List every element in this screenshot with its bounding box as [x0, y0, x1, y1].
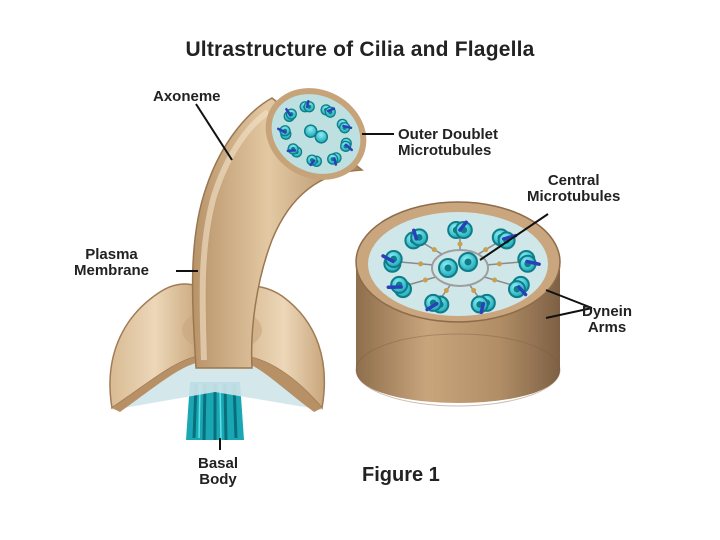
- spoke-head: [471, 288, 477, 294]
- dynein-arm: [458, 220, 468, 232]
- label-plasma-line1: Plasma: [85, 246, 138, 263]
- microtubule-doublet: [517, 250, 541, 273]
- label-outer-doublet-line2: Microtubules: [398, 142, 492, 159]
- label-outer-doublet-microtubules: Outer Doublet Microtubules: [398, 127, 498, 159]
- microtubule-doublet: [277, 125, 292, 140]
- label-basal-body: Basal Body: [198, 456, 238, 488]
- spoke-head: [492, 277, 498, 283]
- dynein-arm: [305, 100, 310, 109]
- figure-caption: Figure 1: [362, 464, 440, 486]
- microtubule-doublet: [339, 137, 354, 152]
- microtubule-doublet: [327, 152, 342, 166]
- microtubule-doublet: [286, 143, 303, 158]
- microtubule-doublet: [299, 100, 315, 113]
- spoke-head: [443, 288, 449, 294]
- outer-doublets-small: [277, 100, 354, 167]
- label-central-microtubules: Central Microtubules: [527, 173, 620, 205]
- dynein-arm: [333, 157, 338, 166]
- label-basal-line1: Basal: [198, 455, 239, 472]
- axoneme-cross-section: [265, 88, 367, 180]
- microtubule-doublet: [470, 293, 496, 315]
- outer-doublet-microtubules: [381, 220, 541, 315]
- dynein-arm: [381, 254, 395, 264]
- label-outer-doublet-line1: Outer Doublet: [398, 126, 498, 143]
- dynein-arm: [344, 143, 354, 152]
- spoke-head: [431, 247, 437, 253]
- microtubule-doublet: [320, 104, 336, 118]
- dynein-arm: [412, 228, 419, 241]
- dynein-arm: [479, 301, 486, 315]
- diagram-title: Ultrastructure of Cilia and Flagella: [185, 38, 535, 61]
- central-microtubules: [438, 252, 478, 278]
- axoneme-cylinder: [355, 201, 561, 407]
- dynein-arm: [517, 285, 528, 297]
- dynein-arm: [525, 259, 541, 266]
- dynein-arm: [286, 149, 297, 153]
- dynein-arm: [309, 159, 316, 167]
- leader-lines: [176, 103, 593, 450]
- spoke-head: [496, 261, 502, 267]
- microtubule-doublet: [381, 250, 403, 273]
- microtubule-doublet: [404, 228, 429, 250]
- dynein-arm: [342, 124, 353, 130]
- label-central-line1: Central: [547, 172, 600, 189]
- spoke-head: [483, 247, 489, 253]
- label-axoneme-text: Axoneme: [153, 88, 221, 105]
- dynein-arm: [425, 301, 439, 312]
- label-plasma-membrane: Plasma Membrane: [74, 247, 149, 279]
- dynein-arm: [277, 127, 287, 134]
- label-dynein-line1: Dynein: [582, 303, 633, 320]
- label-central-line2: Microtubules: [527, 188, 621, 205]
- microtubule-doublet: [336, 118, 353, 134]
- label-dynein-arms: Dynein Arms: [582, 304, 632, 336]
- spoke-head: [457, 241, 463, 247]
- label-dynein-line2: Arms: [587, 319, 627, 336]
- microtubule-doublet: [283, 108, 298, 122]
- basal-body: [186, 382, 244, 441]
- dynein-arm: [285, 108, 292, 117]
- label-plasma-line2: Membrane: [74, 262, 150, 279]
- microtubule-doublet: [447, 220, 473, 239]
- microtubule-doublet: [386, 275, 413, 299]
- microtubule-doublet: [507, 275, 530, 299]
- label-basal-line2: Body: [199, 471, 237, 488]
- spoke-head: [418, 261, 424, 267]
- spoke-head: [422, 277, 428, 283]
- microtubule-doublet: [424, 293, 450, 314]
- microtubule-doublet: [306, 154, 323, 167]
- label-axoneme: Axoneme: [153, 89, 221, 105]
- dynein-arm: [326, 107, 336, 113]
